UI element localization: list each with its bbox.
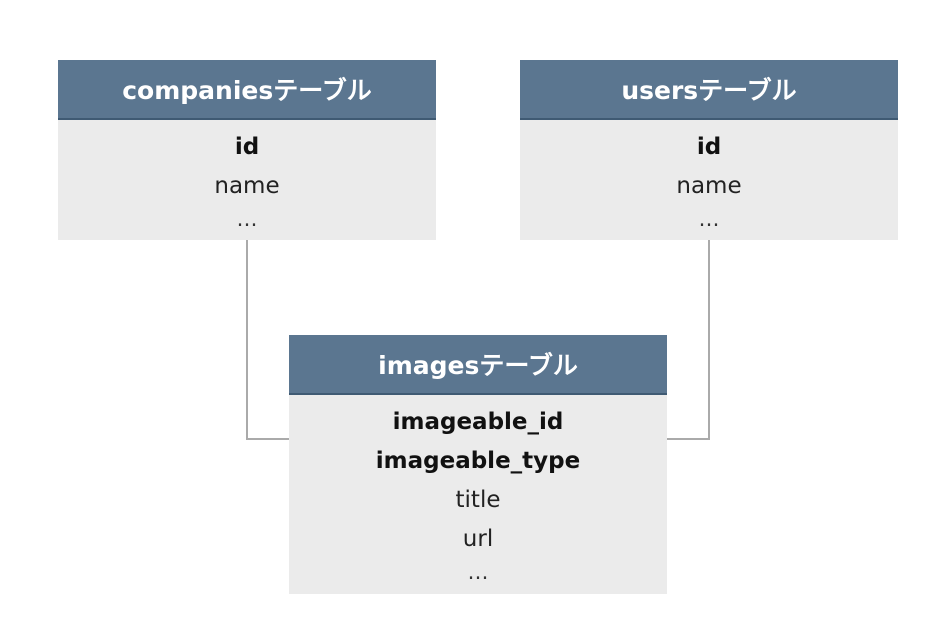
images-field-imageable-type: imageable_type bbox=[375, 448, 581, 474]
companies-field-ellipsis: … bbox=[236, 207, 258, 231]
images-table: imagesテーブル imageable_id imageable_type t… bbox=[289, 335, 667, 594]
companies-field-id: id bbox=[234, 134, 260, 160]
users-field-name: name bbox=[676, 173, 742, 199]
images-field-url: url bbox=[462, 526, 494, 552]
images-field-title: title bbox=[455, 487, 501, 513]
images-table-fields: imageable_id imageable_type title url … bbox=[289, 395, 667, 585]
companies-table: companiesテーブル id name … bbox=[58, 60, 436, 240]
companies-table-title: companiesテーブル bbox=[58, 60, 436, 120]
companies-table-fields: id name … bbox=[58, 120, 436, 232]
connector-users-images bbox=[667, 240, 710, 440]
users-field-ellipsis: … bbox=[698, 207, 720, 231]
users-field-id: id bbox=[696, 134, 722, 160]
users-table-title: usersテーブル bbox=[520, 60, 898, 120]
connector-companies-images bbox=[246, 240, 289, 440]
images-field-ellipsis: … bbox=[467, 560, 489, 584]
users-table: usersテーブル id name … bbox=[520, 60, 898, 240]
companies-field-name: name bbox=[214, 173, 280, 199]
images-table-title: imagesテーブル bbox=[289, 335, 667, 395]
images-field-imageable-id: imageable_id bbox=[392, 409, 564, 435]
users-table-fields: id name … bbox=[520, 120, 898, 232]
